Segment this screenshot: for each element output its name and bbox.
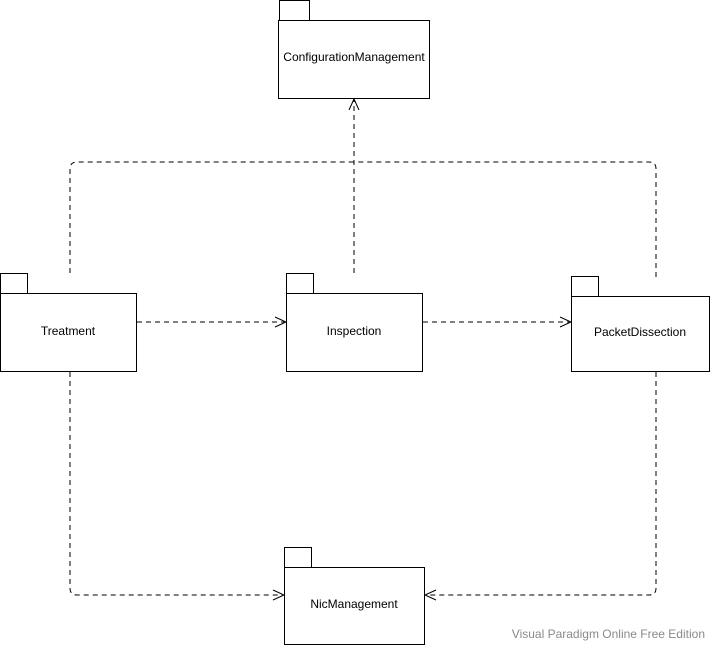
package-tab [286,273,314,294]
dependency-treatment-nicmanagement [69,372,282,596]
dependency-lines [69,100,657,596]
dependency-packetdissection-nicmanagement [426,372,657,596]
package-body [0,293,137,372]
dependency-treatment-configuration [69,161,354,273]
package-label: ConfigurationManagement [283,50,425,64]
package-configuration-management[interactable]: ConfigurationManagement [278,0,430,99]
package-label: NicManagement [310,597,398,611]
package-body [571,296,710,372]
package-label: Treatment [41,324,96,338]
package-tab [284,547,312,568]
watermark-text: Visual Paradigm Online Free Edition [511,627,705,641]
dependency-packetdissection-configuration [354,161,657,277]
package-tab [0,273,28,294]
package-packet-dissection[interactable]: PacketDissection [571,276,710,372]
package-treatment[interactable]: Treatment [0,273,137,372]
package-label: Inspection [327,324,382,338]
package-nic-management[interactable]: NicManagement [284,547,425,645]
package-label: PacketDissection [594,325,686,339]
package-inspection[interactable]: Inspection [286,273,423,372]
package-body [278,20,430,99]
package-tab [571,276,599,297]
package-tab [279,0,310,21]
package-body [286,293,423,372]
